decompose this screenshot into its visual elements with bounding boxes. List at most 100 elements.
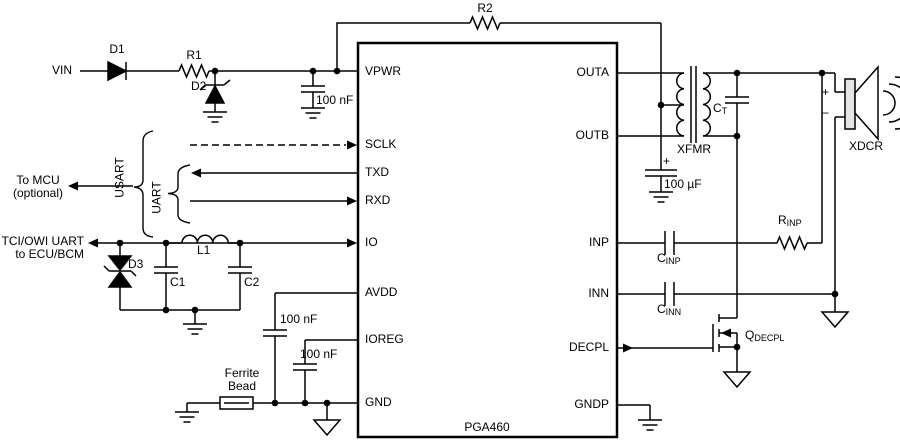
arrow-right-icon — [347, 196, 357, 206]
label-r2: R2 — [477, 1, 493, 15]
rinp-sub: INP — [786, 218, 802, 228]
pin-gndp: GNDP — [574, 397, 609, 411]
label-cap-avdd: 100 nF — [280, 312, 318, 326]
pin-gnd: GND — [365, 395, 392, 409]
label-to-mcu: To MCU (optional) — [4, 174, 72, 200]
pin-ioreg: IOREG — [365, 332, 404, 346]
r1-resistor — [178, 63, 210, 79]
c2-cap — [228, 243, 252, 310]
avdd-cap — [263, 292, 358, 403]
pin-inp: INP — [588, 235, 609, 249]
rinp-base: R — [778, 213, 787, 227]
pin-vpwr: VPWR — [365, 64, 401, 78]
ground-triangle-icon — [722, 371, 752, 389]
label-xdcr: XDCR — [848, 139, 883, 153]
arrow-right-icon — [347, 140, 357, 150]
net-label-vin: VIN — [52, 63, 73, 77]
ioreg-cap — [293, 339, 358, 403]
to-mcu-line1: To MCU — [16, 173, 60, 187]
qdecpl-mosfet — [617, 136, 752, 389]
label-ferrite-bead: Ferrite Bead — [220, 367, 264, 393]
d1-diode — [107, 60, 128, 82]
label-tci: TCI/OWI UART to ECU/BCM — [0, 235, 84, 261]
label-cinn: CINN — [657, 303, 681, 317]
rxd-wire — [190, 196, 357, 206]
sound-wave-icon — [882, 90, 896, 116]
pin-decpl: DECPL — [568, 340, 609, 354]
l1-inductor — [166, 234, 240, 244]
pin-txd: TXD — [365, 165, 389, 179]
arrow-left-icon — [191, 168, 201, 178]
cinn-base: C — [657, 302, 666, 316]
label-xfmr: XFMR — [677, 142, 711, 156]
sclk-wire — [190, 140, 357, 150]
pin-sclk: SCLK — [365, 137, 397, 151]
arrow-right-icon — [623, 343, 633, 353]
ct-cap — [725, 73, 749, 136]
qdecpl-base: Q — [745, 328, 755, 342]
pin-io: IO — [365, 235, 378, 249]
r2-resistor-path — [336, 15, 684, 170]
usart-brace — [133, 130, 154, 238]
label-l1: L1 — [197, 243, 211, 257]
bulk-cap-100uf — [645, 169, 677, 203]
cinp-sub: INP — [665, 256, 681, 266]
pin-outa: OUTA — [576, 65, 609, 79]
label-cap-vpwr: 100 nF — [316, 93, 354, 107]
ground-icon — [649, 191, 673, 203]
arrow-left-icon — [721, 328, 731, 338]
label-d3: D3 — [128, 257, 144, 271]
secondary-wires — [703, 72, 845, 294]
ct-sub: T — [721, 106, 728, 116]
arrow-left-icon — [68, 181, 78, 191]
pin-rxd: RXD — [365, 193, 391, 207]
label-cap-ioreg: 100 nF — [300, 347, 338, 361]
ground-triangle-icon — [820, 311, 850, 329]
label-xdcr-plus: + — [822, 85, 830, 99]
xdcr-speaker — [844, 65, 900, 141]
ground-icon — [203, 111, 227, 123]
gnd-rail — [175, 396, 358, 437]
ground-icon — [175, 411, 199, 423]
sound-wave-icon — [888, 83, 900, 123]
io-wire — [88, 238, 357, 248]
arrow-right-icon — [347, 238, 357, 248]
tci-line2: to ECU/BCM — [15, 247, 84, 261]
d2-tvs-diode — [199, 71, 231, 123]
inp-path — [617, 73, 823, 255]
junction-dots — [116, 67, 839, 407]
ferrite-bead — [219, 396, 254, 410]
label-usart: USART — [112, 157, 127, 198]
to-mcu-line2: (optional) — [12, 186, 64, 200]
to-mcu-arrow — [68, 181, 133, 191]
txd-wire — [191, 168, 358, 178]
label-xdcr-minus: − — [822, 106, 830, 120]
label-qdecpl: QDECPL — [745, 329, 784, 343]
pin-inn: INN — [588, 286, 609, 300]
label-d1: D1 — [109, 42, 125, 56]
tci-ground-rail — [120, 309, 240, 335]
qdecpl-sub: DECPL — [754, 333, 785, 343]
label-ct: CT — [713, 102, 727, 116]
pin-outb: OUTB — [575, 128, 609, 142]
ferrite-line2: Bead — [227, 379, 257, 393]
gndp-wire — [617, 404, 662, 431]
pin-avdd: AVDD — [365, 285, 398, 299]
ground-icon — [301, 107, 325, 119]
label-c2: C2 — [244, 275, 260, 289]
vpwr-bypass-cap — [301, 71, 325, 119]
d3-tvs-bidirectional — [103, 243, 137, 310]
tci-line1: TCI/OWI UART — [1, 234, 84, 248]
label-rinp: RINP — [778, 214, 802, 228]
ferrite-line1: Ferrite — [224, 366, 260, 380]
label-uart: UART — [149, 181, 164, 214]
pga460-ic-body — [356, 41, 619, 439]
label-c1: C1 — [170, 275, 186, 289]
ground-icon — [183, 323, 207, 335]
cinp-base: C — [657, 251, 666, 265]
label-cap-bulk: 100 µF — [664, 177, 702, 191]
label-d2: D2 — [191, 79, 207, 93]
arrow-left-icon — [88, 238, 98, 248]
